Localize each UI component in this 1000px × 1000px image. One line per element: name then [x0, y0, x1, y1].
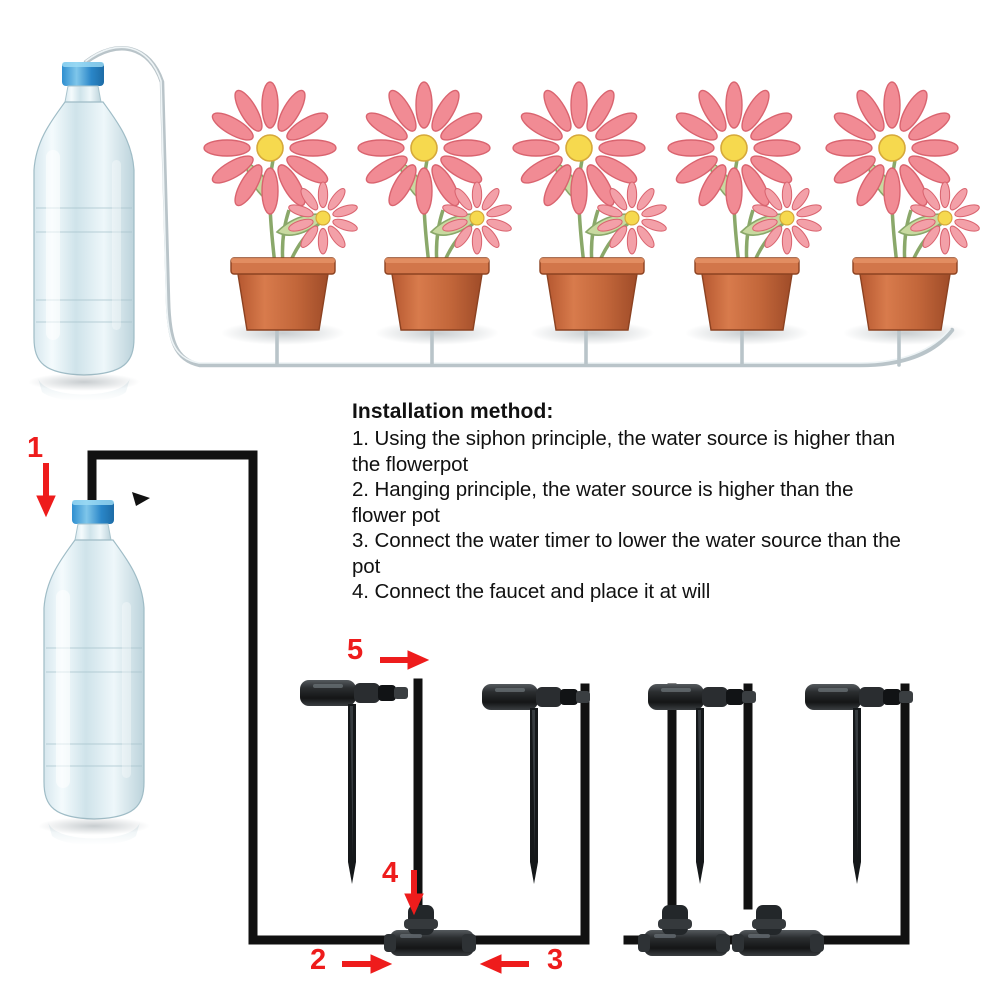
- instruction-line-3: 3. Connect the water timer to lower the …: [352, 529, 901, 578]
- tee-connector: [638, 905, 730, 956]
- installation-instructions: Installation method: 1. Using the siphon…: [352, 400, 912, 605]
- main-supply-tube-highlight: [85, 46, 951, 364]
- instruction-line-1: 1. Using the siphon principle, the water…: [352, 427, 896, 476]
- arrow-3: [479, 954, 529, 974]
- callout-label-2: 2: [310, 944, 327, 976]
- tee-connector: [384, 905, 476, 956]
- callout-label-3: 3: [547, 944, 564, 976]
- callout-label-5: 5: [347, 634, 364, 666]
- flowerpot: [667, 81, 822, 331]
- drip-emitter: [482, 684, 590, 884]
- flowerpot-group: [203, 81, 980, 331]
- cap-pointer: [132, 492, 150, 506]
- instruction-line-2: 2. Hanging principle, the water source i…: [352, 478, 854, 527]
- callout-label-4: 4: [382, 857, 399, 889]
- flowerpot: [825, 81, 980, 331]
- flowerpot: [357, 81, 512, 331]
- drip-emitter: [805, 684, 913, 884]
- callout-label-1: 1: [27, 432, 44, 464]
- drip-emitter: [300, 680, 408, 884]
- arrow-5: [380, 650, 430, 670]
- arrow-1: [36, 463, 56, 518]
- instructions-heading: Installation method:: [352, 400, 554, 423]
- dripper-group: [300, 680, 913, 884]
- tee-connector-group: [384, 905, 824, 956]
- main-supply-tube: [83, 46, 955, 368]
- instruction-line-4: 4. Connect the faucet and place it at wi…: [352, 580, 711, 603]
- arrow-2: [342, 954, 393, 974]
- arrow-4: [404, 870, 424, 916]
- drip-emitter: [648, 684, 756, 884]
- flowerpot: [512, 81, 667, 331]
- water-bottle-top: [28, 62, 140, 401]
- water-bottle-bottom: [38, 500, 150, 845]
- flowerpot: [203, 81, 358, 331]
- callout-arrows: [36, 463, 529, 974]
- tee-connector: [732, 905, 824, 956]
